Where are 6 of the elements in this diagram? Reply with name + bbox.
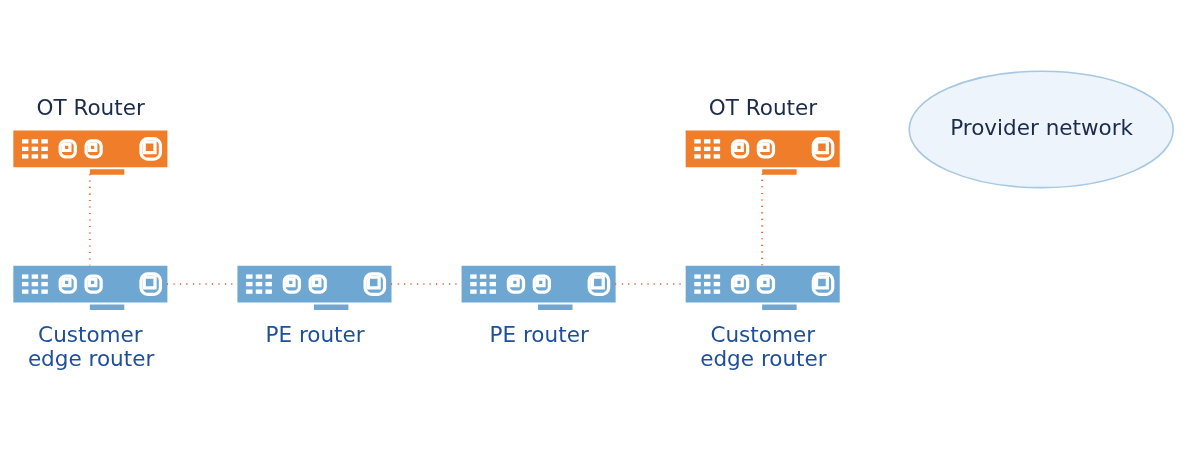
- node-label: OT Router: [36, 94, 145, 120]
- node-label: PE router: [489, 321, 589, 347]
- node-label: Customer edge router: [700, 321, 827, 371]
- node-label: OT Router: [708, 94, 818, 120]
- node-label: Customer edge router: [27, 321, 155, 371]
- node-label: PE router: [265, 321, 365, 347]
